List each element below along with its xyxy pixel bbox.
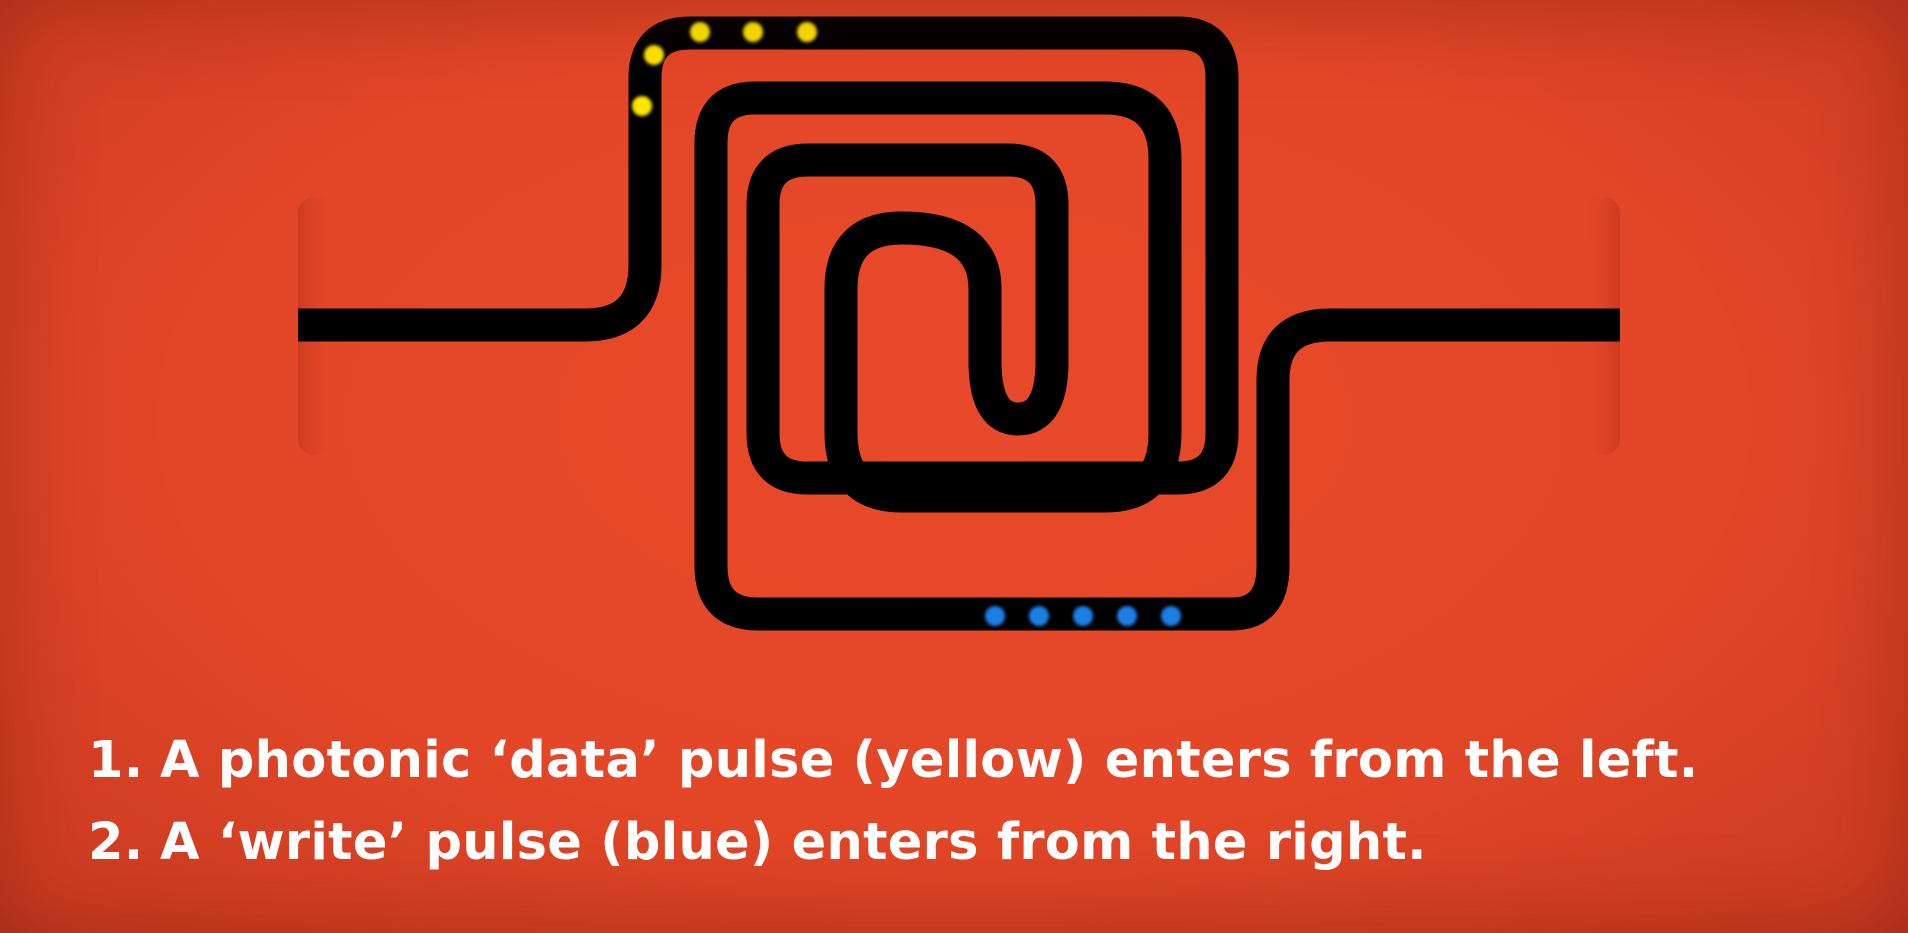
step-text: A ‘write’ pulse (blue) enters from the r…	[160, 813, 1427, 872]
step-text: A photonic ‘data’ pulse (yellow) enters …	[160, 731, 1699, 790]
data-pulse-dot	[632, 96, 652, 116]
caption-step-2: 2. A ‘write’ pulse (blue) enters from th…	[88, 802, 1848, 884]
data-pulse-dot	[690, 22, 710, 42]
write-pulse-dot	[1161, 606, 1181, 626]
data-pulse-dot	[644, 45, 664, 65]
write-pulse-dot	[1117, 606, 1137, 626]
write-pulse-blue	[985, 606, 1181, 626]
step-number: 2.	[88, 813, 144, 872]
write-pulse-dot	[1029, 606, 1049, 626]
data-pulse-dot	[743, 22, 763, 42]
data-pulse-dot	[797, 22, 817, 42]
step-captions: 1. A photonic ‘data’ pulse (yellow) ente…	[88, 720, 1848, 884]
write-pulse-dot	[985, 606, 1005, 626]
caption-step-1: 1. A photonic ‘data’ pulse (yellow) ente…	[88, 720, 1848, 802]
step-number: 1.	[88, 731, 144, 790]
write-pulse-dot	[1073, 606, 1093, 626]
data-pulse-yellow	[632, 22, 817, 116]
waveguide-spiral	[298, 16, 1620, 631]
